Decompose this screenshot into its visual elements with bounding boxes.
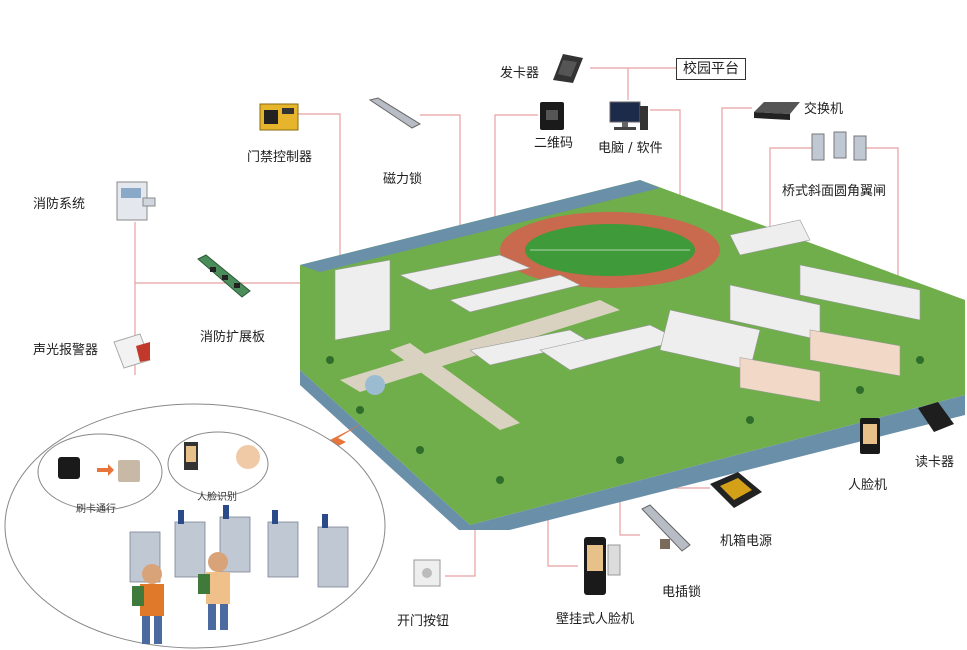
bolt-lock-icon	[641, 504, 691, 552]
computer-icon	[609, 101, 648, 130]
campus-illustration	[300, 180, 965, 530]
label-card-issuer: 发卡器	[500, 66, 540, 81]
exit-button-icon	[413, 559, 441, 587]
label-chassis-power: 机箱电源	[720, 534, 773, 549]
label-qr-code: 二维码	[534, 136, 574, 151]
label-pc-software: 电脑 / 软件	[598, 141, 663, 156]
alarm-icon	[113, 333, 151, 369]
wall-face-terminal-icon	[584, 537, 621, 595]
face-terminal-icon	[860, 418, 880, 454]
qr-reader-icon	[540, 102, 564, 130]
turnstile-scene-inset	[4, 403, 386, 649]
magnetic-lock-icon	[368, 97, 422, 129]
controller-board-icon	[259, 103, 299, 131]
label-switch: 交换机	[804, 102, 844, 117]
label-swipe-pass: 刷卡通行	[76, 504, 116, 515]
card-issuer-icon	[553, 54, 583, 83]
label-card-reader: 读卡器	[915, 455, 955, 470]
label-campus-platform: 校园平台	[676, 58, 746, 80]
label-fire-system: 消防系统	[33, 197, 86, 212]
expansion-board-icon	[197, 254, 251, 298]
label-magnetic-lock: 磁力锁	[383, 172, 423, 187]
turnstile-icon	[811, 131, 867, 161]
label-electric-bolt-lock: 电插锁	[662, 585, 702, 600]
network-switch-icon	[754, 102, 800, 120]
label-sound-light-alarm: 声光报警器	[33, 343, 99, 358]
label-exit-button: 开门按钮	[397, 614, 450, 629]
label-access-controller: 门禁控制器	[247, 150, 313, 165]
power-box-icon	[710, 472, 762, 508]
label-face-terminal: 人脸机	[848, 478, 888, 493]
label-face-recognition: 人脸识别	[197, 492, 237, 503]
label-fire-expansion-board: 消防扩展板	[200, 330, 266, 345]
label-wall-face-terminal: 壁挂式人脸机	[556, 612, 635, 627]
card-reader-icon	[918, 402, 954, 432]
label-bridge-turnstile: 桥式斜面圆角翼闸	[782, 184, 887, 199]
fire-panel-icon	[116, 181, 156, 221]
